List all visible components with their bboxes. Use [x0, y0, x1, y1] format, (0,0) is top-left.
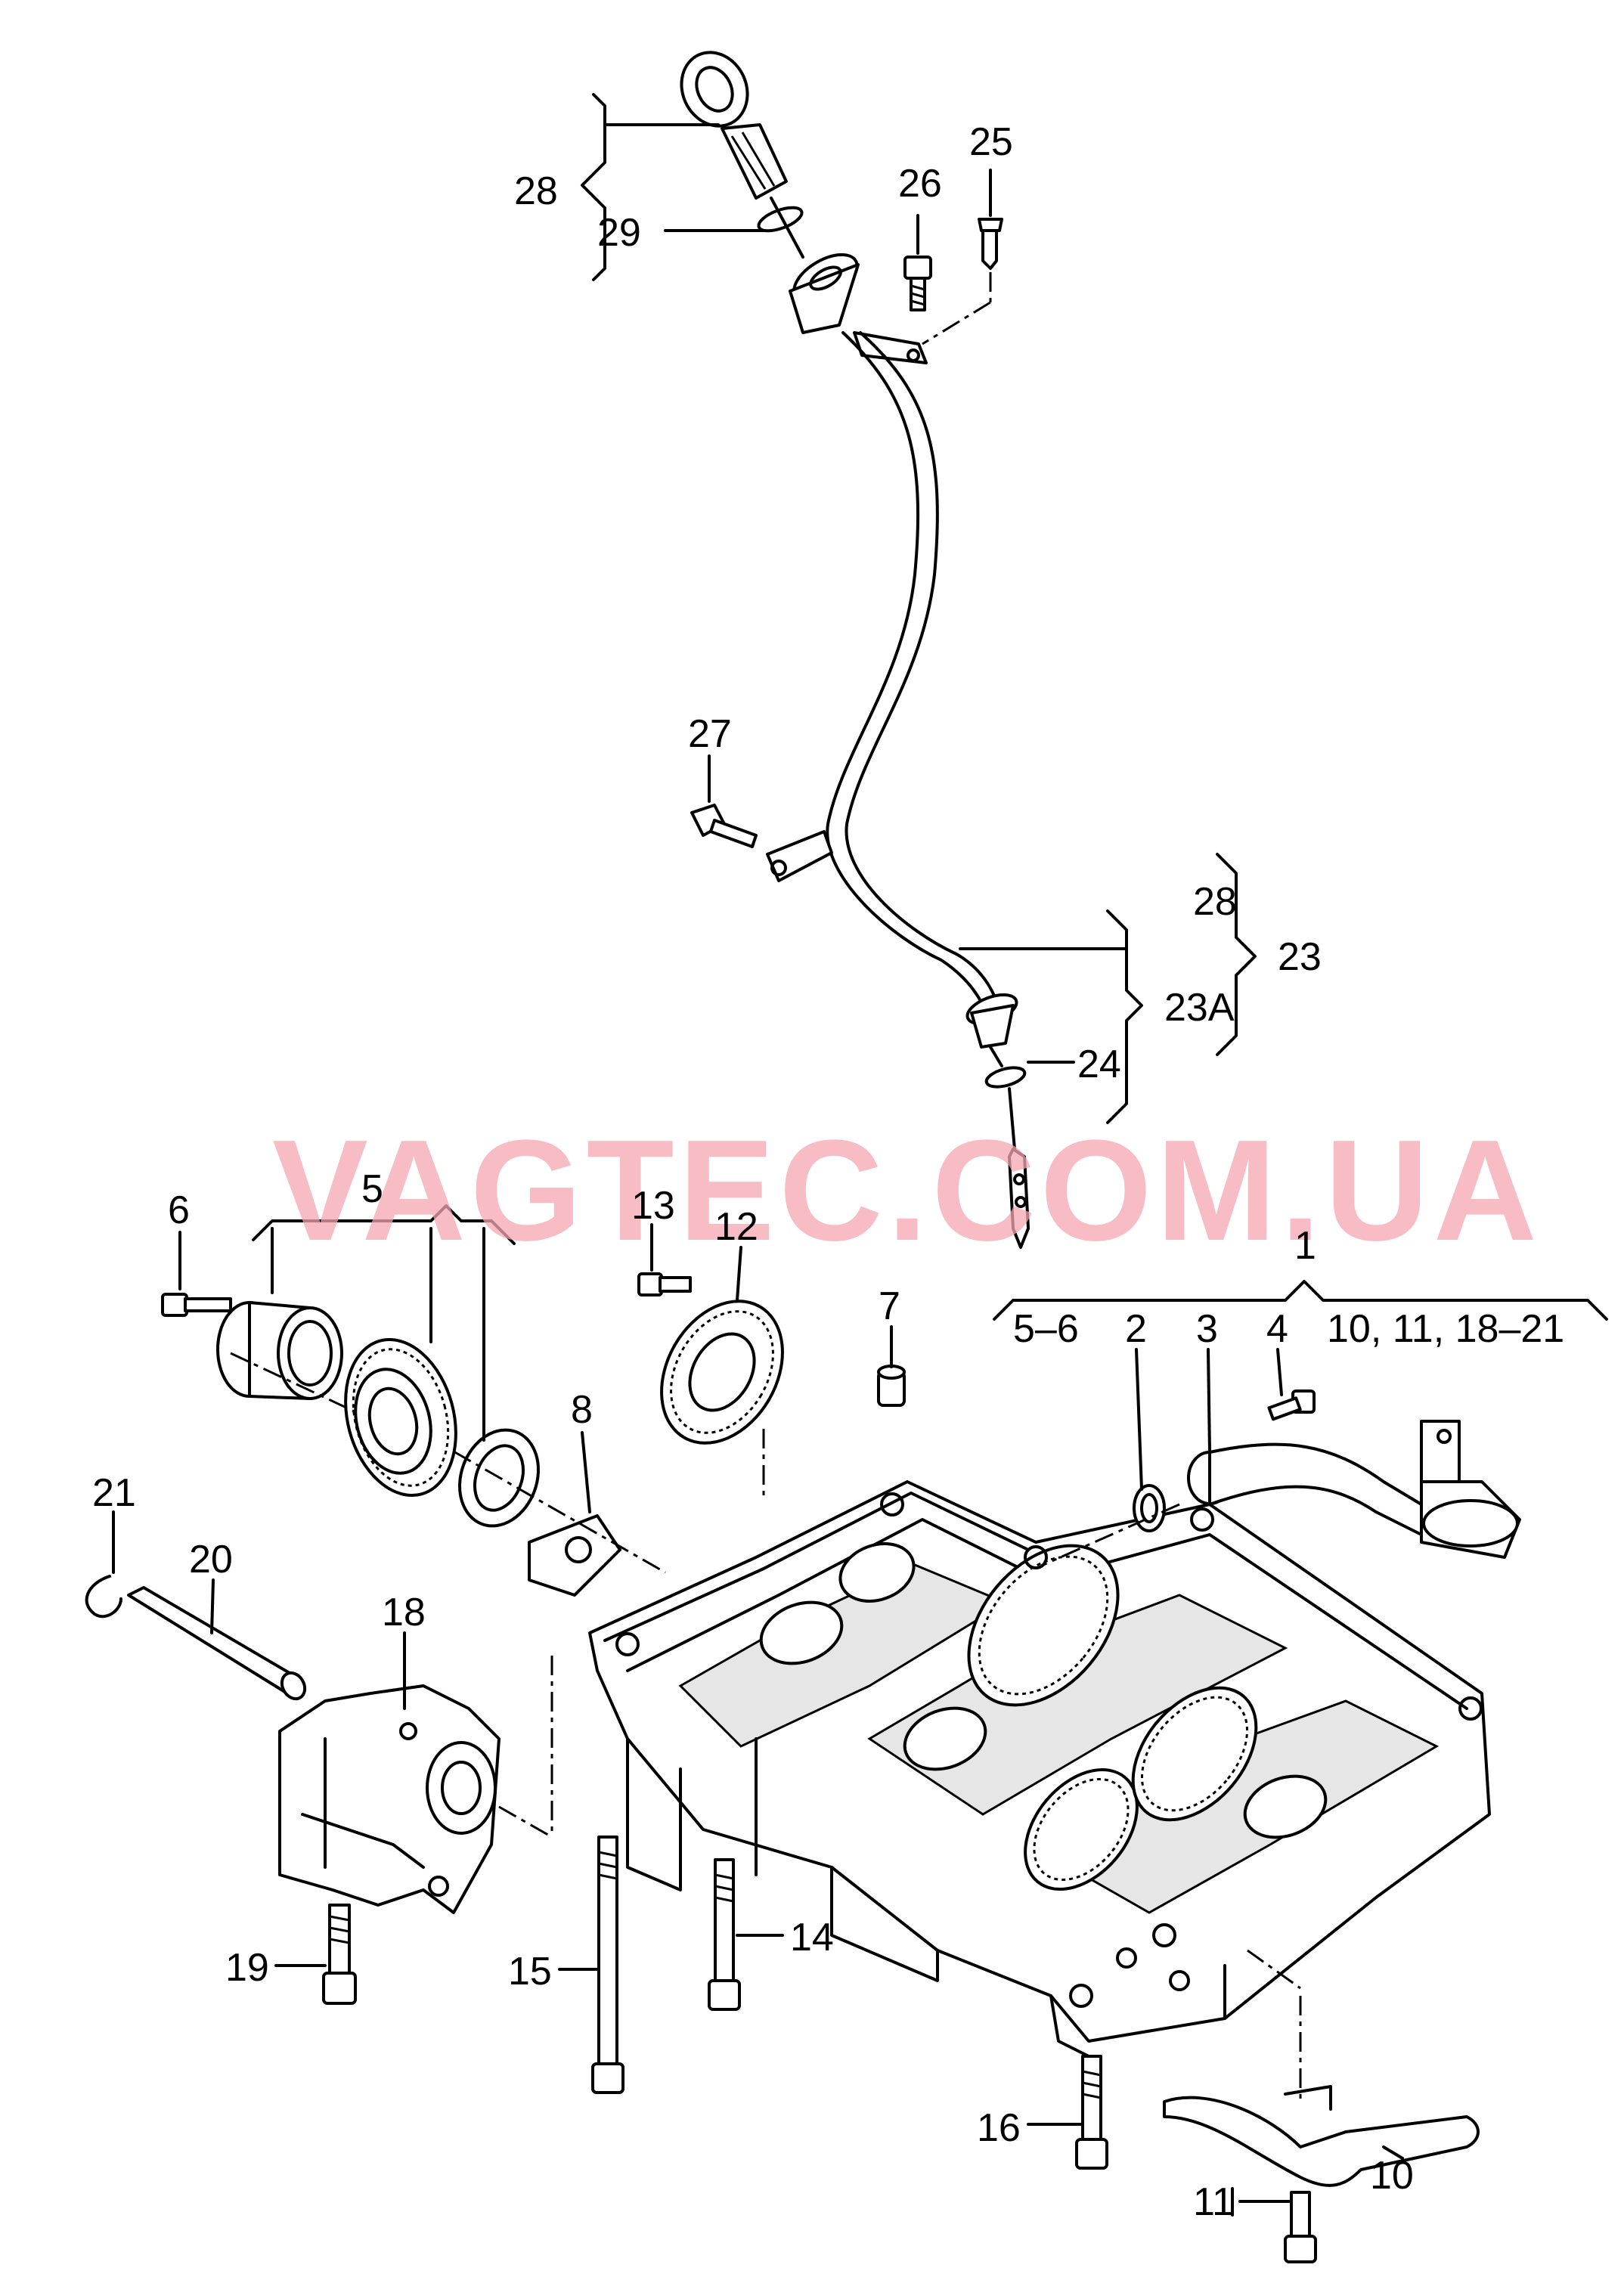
- callout-20: 20: [189, 1538, 233, 1582]
- callout-21: 21: [92, 1471, 136, 1515]
- bolt-6: [161, 1293, 232, 1317]
- callout-8: 8: [571, 1388, 593, 1432]
- gear-12: [660, 1300, 784, 1445]
- bolt-26: [903, 256, 932, 311]
- callout-28-right: 28: [1193, 880, 1237, 924]
- bolt-4: [1267, 1389, 1316, 1421]
- callout-11: 11: [1193, 2180, 1234, 2224]
- dowel-7: [877, 1365, 906, 1407]
- callout-1: 1: [1294, 1224, 1316, 1268]
- callout-6: 6: [168, 1188, 190, 1232]
- bolt-16: [1075, 2055, 1108, 2170]
- callout-3: 3: [1196, 1307, 1218, 1351]
- gear-5: [344, 1337, 457, 1498]
- callout-18: 18: [382, 1591, 426, 1634]
- circlip-21: [85, 1575, 122, 1619]
- callout-23: 23: [1278, 935, 1322, 979]
- callout-10: 10: [1370, 2154, 1414, 2198]
- oil-pump-18: [278, 1684, 501, 1914]
- callout-23a: 23A: [1164, 986, 1235, 1030]
- bolt-13: [637, 1272, 692, 1296]
- bolt-15: [591, 1836, 624, 2094]
- baffle-10: [1163, 2085, 1480, 2187]
- seal-2: [1133, 1484, 1166, 1532]
- bolt-27: [690, 804, 758, 848]
- callout-25: 25: [969, 120, 1013, 164]
- callout-19: 19: [225, 1946, 269, 1990]
- callout-10-11-18-21: 10, 11, 18–21: [1327, 1307, 1564, 1351]
- callout-15: 15: [508, 1950, 552, 1994]
- balance-shaft-housing: [588, 1480, 1491, 2058]
- callout-16: 16: [977, 2106, 1021, 2150]
- callout-24: 24: [1077, 1042, 1121, 1086]
- callout-28-top: 28: [514, 169, 558, 213]
- callout-5: 5: [361, 1167, 383, 1211]
- dipstick-assembly: [680, 51, 1030, 1249]
- callout-26: 26: [898, 162, 942, 206]
- callout-14: 14: [790, 1916, 834, 1959]
- callout-7: 7: [879, 1284, 900, 1328]
- bolt-14: [708, 1858, 741, 2011]
- watermark-text: VAGTEC.COM.UA: [272, 1111, 1542, 1271]
- callout-12: 12: [714, 1205, 758, 1249]
- callout-27: 27: [688, 712, 732, 756]
- washer-8: [528, 1514, 621, 1597]
- bolt-11: [1284, 2191, 1317, 2263]
- bolt-19: [322, 1904, 357, 2005]
- leader-lines: [112, 93, 1608, 2217]
- clip-25: [978, 218, 1003, 270]
- callout-4: 4: [1266, 1307, 1288, 1351]
- bushing-5: [216, 1301, 343, 1400]
- callout-5-6: 5–6: [1013, 1307, 1079, 1351]
- assembly-lines: [230, 272, 1302, 2102]
- callout-29: 29: [597, 211, 641, 255]
- pickup-pipe-3: [1187, 1420, 1521, 1559]
- callout-2: 2: [1125, 1307, 1147, 1351]
- shaft-20: [127, 1586, 307, 1701]
- callout-labels: 28 29 26 25 27 28 23 23A 24 6 5 13 12 7 …: [92, 120, 1564, 2224]
- callout-13: 13: [631, 1184, 675, 1228]
